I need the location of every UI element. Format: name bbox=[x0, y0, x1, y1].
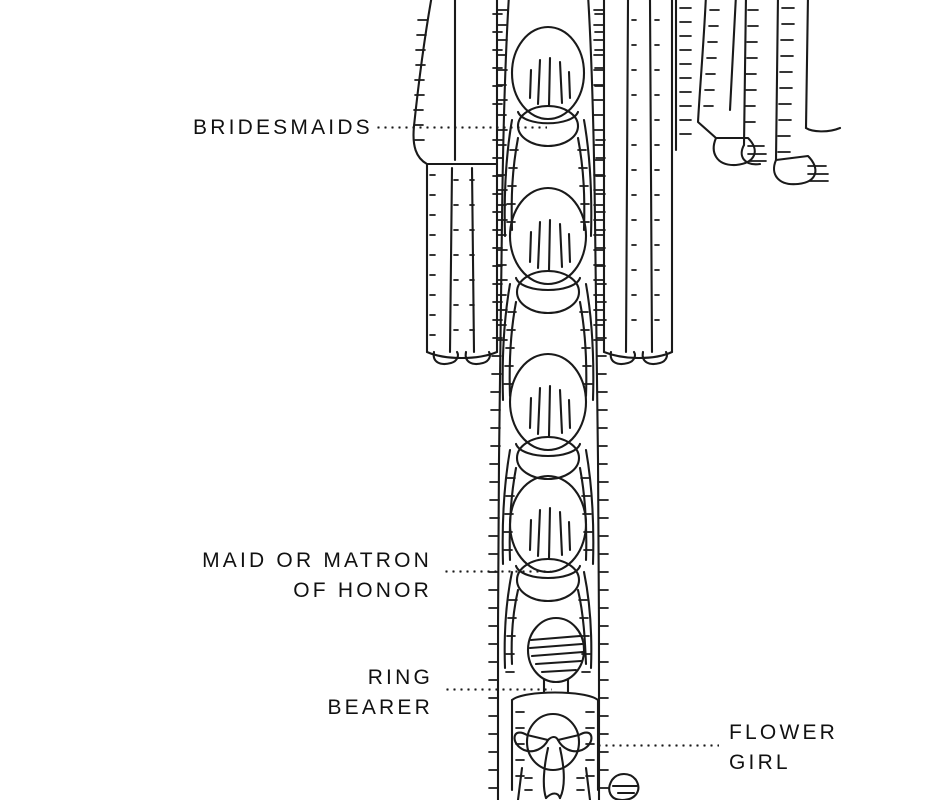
label-ring-bearer: RING BEARER bbox=[325, 663, 433, 723]
leader-line-ring-bearer bbox=[444, 688, 552, 691]
label-flower-girl: FLOWER GIRL bbox=[729, 718, 838, 778]
leader-line-bridesmaids bbox=[375, 126, 547, 129]
leader-line-flower-girl bbox=[596, 744, 719, 747]
label-honor-line-2: OF HONOR bbox=[293, 579, 432, 602]
figure-flower-girl bbox=[513, 712, 640, 800]
hatch-shading bbox=[413, 7, 829, 791]
leader-line-maid-of-honor bbox=[443, 570, 551, 573]
label-ring-line-1: RING bbox=[367, 666, 433, 689]
figure-bridesmaid-right bbox=[602, 0, 674, 366]
center-aisle-skirt-lines bbox=[496, 0, 601, 800]
figure-bridesmaid-left bbox=[412, 0, 499, 366]
figure-bridesmaid-center-2 bbox=[501, 186, 595, 402]
label-bridesmaids: BRIDESMAIDS bbox=[193, 113, 373, 143]
label-bridesmaids-line-1: BRIDESMAIDS bbox=[193, 116, 373, 139]
label-flower-line-2: GIRL bbox=[729, 751, 791, 774]
label-flower-line-1: FLOWER bbox=[729, 721, 839, 744]
figure-bridesmaid-center-1 bbox=[503, 25, 593, 238]
label-honor-line-1: MAID OR MATRON bbox=[202, 549, 432, 572]
label-maid-or-matron-of-honor: MAID OR MATRON OF HONOR bbox=[200, 546, 432, 606]
figure-groomsmen-right bbox=[674, 0, 842, 186]
label-ring-line-2: BEARER bbox=[327, 696, 433, 719]
figure-bridesmaid-center-3 bbox=[501, 352, 595, 566]
